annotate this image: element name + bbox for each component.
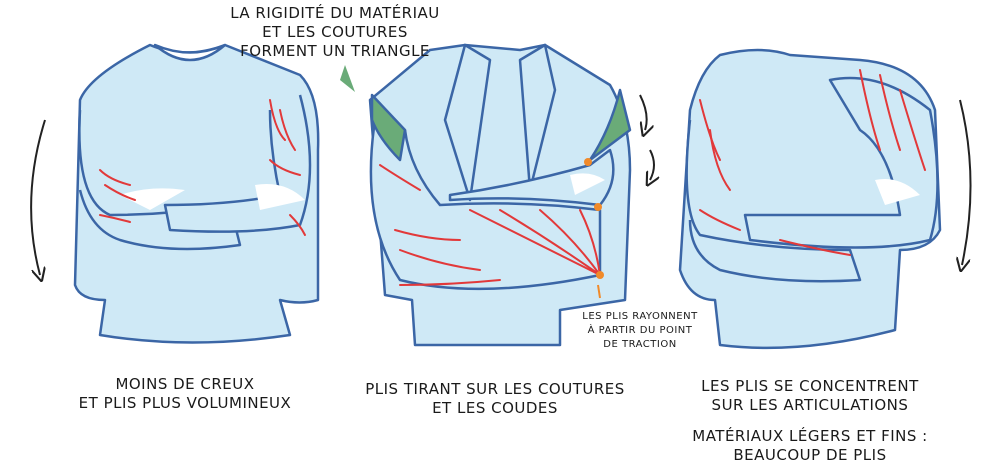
caption-top: La rigidité du matériau et les coutures … [210,4,460,61]
caption-left: Moins de creux et plis plus volumineux [40,375,330,413]
caption-line: et les coutures [262,23,408,41]
caption-right: Les plis se concentrent sur les articula… [670,377,950,415]
arrow-icon [960,99,972,265]
caption-line: et les coudes [432,399,558,417]
caption-line: sur les articulations [711,396,909,414]
caption-right-bottom: Matériaux légers et fins : beaucoup de p… [660,427,960,463]
caption-line: Les plis se concentrent [701,377,919,395]
arrow-icon [30,119,45,275]
traction-points [584,158,604,279]
arrow-icon [650,149,654,180]
caption-line: Matériaux légers et fins : [692,427,928,445]
fold-lines [99,69,926,286]
caption-line: beaucoup de plis [733,446,887,463]
motion-arrows [30,94,972,275]
caption-line: de traction [603,339,677,350]
jacket-figure-middle [340,43,632,347]
sweater-figure-right [678,48,942,350]
caption-line: La rigidité du matériau [230,4,440,22]
caption-line: forment un triangle [240,42,430,60]
caption-line: à partir du point [587,325,693,336]
arrow-icon [639,94,647,130]
caption-line: Les plis rayonnent [582,311,698,322]
sweater-figure-left [73,43,320,344]
traction-pointer [597,284,601,299]
caption-line: Moins de creux [115,375,255,393]
caption-line: et plis plus volumineux [78,394,292,412]
caption-traction-note: Les plis rayonnent à partir du point de … [570,310,710,352]
caption-middle: Plis tirant sur les coutures et les coud… [340,380,650,418]
caption-line: Plis tirant sur les coutures [365,380,625,398]
